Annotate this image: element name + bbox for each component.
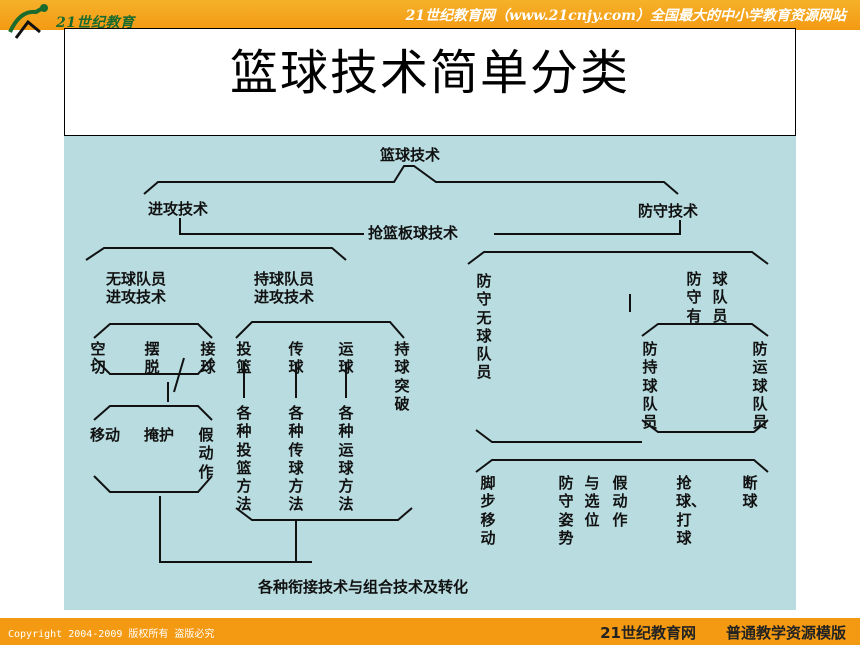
node-shake: 摆脱 bbox=[144, 340, 160, 377]
slide-title: 篮球技术简单分类 bbox=[229, 45, 630, 101]
header-bar bbox=[0, 0, 860, 30]
defense-brace-bottom bbox=[475, 429, 642, 443]
node-shoot-methods: 各种投篮方法 bbox=[236, 404, 252, 514]
diagram-connectors bbox=[85, 165, 769, 563]
node-position: 与选位 bbox=[584, 474, 600, 529]
node-bottom: 各种衔接技术与组合技术及转化 bbox=[258, 578, 469, 596]
node-intercept: 断球 bbox=[742, 474, 758, 511]
node-receive: 接球 bbox=[200, 340, 216, 377]
node-defense: 防守技术 bbox=[638, 202, 699, 220]
node-drive: 持球突破 bbox=[394, 340, 410, 413]
rebound-line-right bbox=[494, 220, 681, 235]
node-pass-methods: 各种传球方法 bbox=[288, 404, 304, 514]
move-brace-top bbox=[93, 405, 213, 421]
ball-brace bbox=[235, 321, 405, 339]
header-slogan: 21世纪教育网（www.21cnjy.com）全国最大的中小学教育资源网站 bbox=[405, 8, 846, 24]
def-ball-brace bbox=[641, 323, 769, 337]
node-move: 移动 bbox=[90, 426, 121, 444]
logo-text: 21世纪教育 bbox=[56, 15, 135, 31]
offense-brace bbox=[85, 247, 347, 261]
skills-brace bbox=[475, 459, 769, 473]
node-stance: 防守姿势 bbox=[558, 474, 574, 547]
cut-brace-bottom bbox=[93, 357, 213, 375]
node-def-dribbler: 防运球队员 bbox=[752, 340, 768, 432]
node-dribble-methods: 各种运球方法 bbox=[338, 404, 354, 514]
node-steal: 抢球、打球 bbox=[676, 474, 707, 547]
root-brace bbox=[143, 165, 679, 195]
node-cut: 空切 bbox=[90, 340, 106, 377]
defense-brace bbox=[467, 251, 769, 265]
node-offense: 进攻技术 bbox=[148, 200, 209, 218]
node-def-holder: 防持球队员 bbox=[642, 340, 658, 432]
node-screen: 掩护 bbox=[144, 426, 175, 444]
node-def-no-ball: 防守无球队员 bbox=[476, 272, 492, 382]
bottom-collector bbox=[159, 496, 312, 563]
classification-diagram: 篮球技术 进攻技术 防守技术 抢篮板球技术 无球队员 进攻技术 持球队员 进攻技… bbox=[64, 136, 796, 610]
site-logo[interactable]: 21世纪教育 bbox=[6, 2, 146, 42]
def-ball-brace-bottom bbox=[641, 419, 769, 433]
node-fake-left: 假动作 bbox=[198, 426, 214, 481]
node-def-ball-col1: 防守有 bbox=[686, 270, 702, 325]
node-rebound: 抢篮板球技术 bbox=[368, 224, 459, 242]
title-box: 篮球技术简单分类 bbox=[64, 28, 796, 136]
node-dribble: 运球 bbox=[338, 340, 354, 377]
runner-logo-icon bbox=[8, 4, 48, 39]
node-fake-right: 假动作 bbox=[612, 474, 628, 529]
node-root: 篮球技术 bbox=[380, 146, 441, 164]
node-off-no-ball: 无球队员 进攻技术 bbox=[106, 270, 167, 307]
rebound-line bbox=[179, 218, 364, 235]
node-shoot: 投篮 bbox=[236, 340, 252, 377]
no-ball-brace bbox=[93, 323, 213, 339]
move-brace-bottom bbox=[93, 475, 213, 493]
footer-brand: 21世纪教育网 普通教学资源模版 bbox=[600, 624, 846, 642]
node-footwork: 脚步移动 bbox=[480, 474, 496, 547]
node-def-ball-col2: 球队员 bbox=[712, 270, 728, 325]
node-off-ball: 持球队员 进攻技术 bbox=[254, 270, 315, 307]
node-pass: 传球 bbox=[288, 340, 304, 377]
footer-copyright: Copyright 2004-2009 版权所有 盗版必究 bbox=[8, 629, 215, 640]
ball-brace-bottom bbox=[235, 507, 413, 521]
footer-bar: Copyright 2004-2009 版权所有 盗版必究 21世纪教育网 普通… bbox=[0, 618, 860, 645]
